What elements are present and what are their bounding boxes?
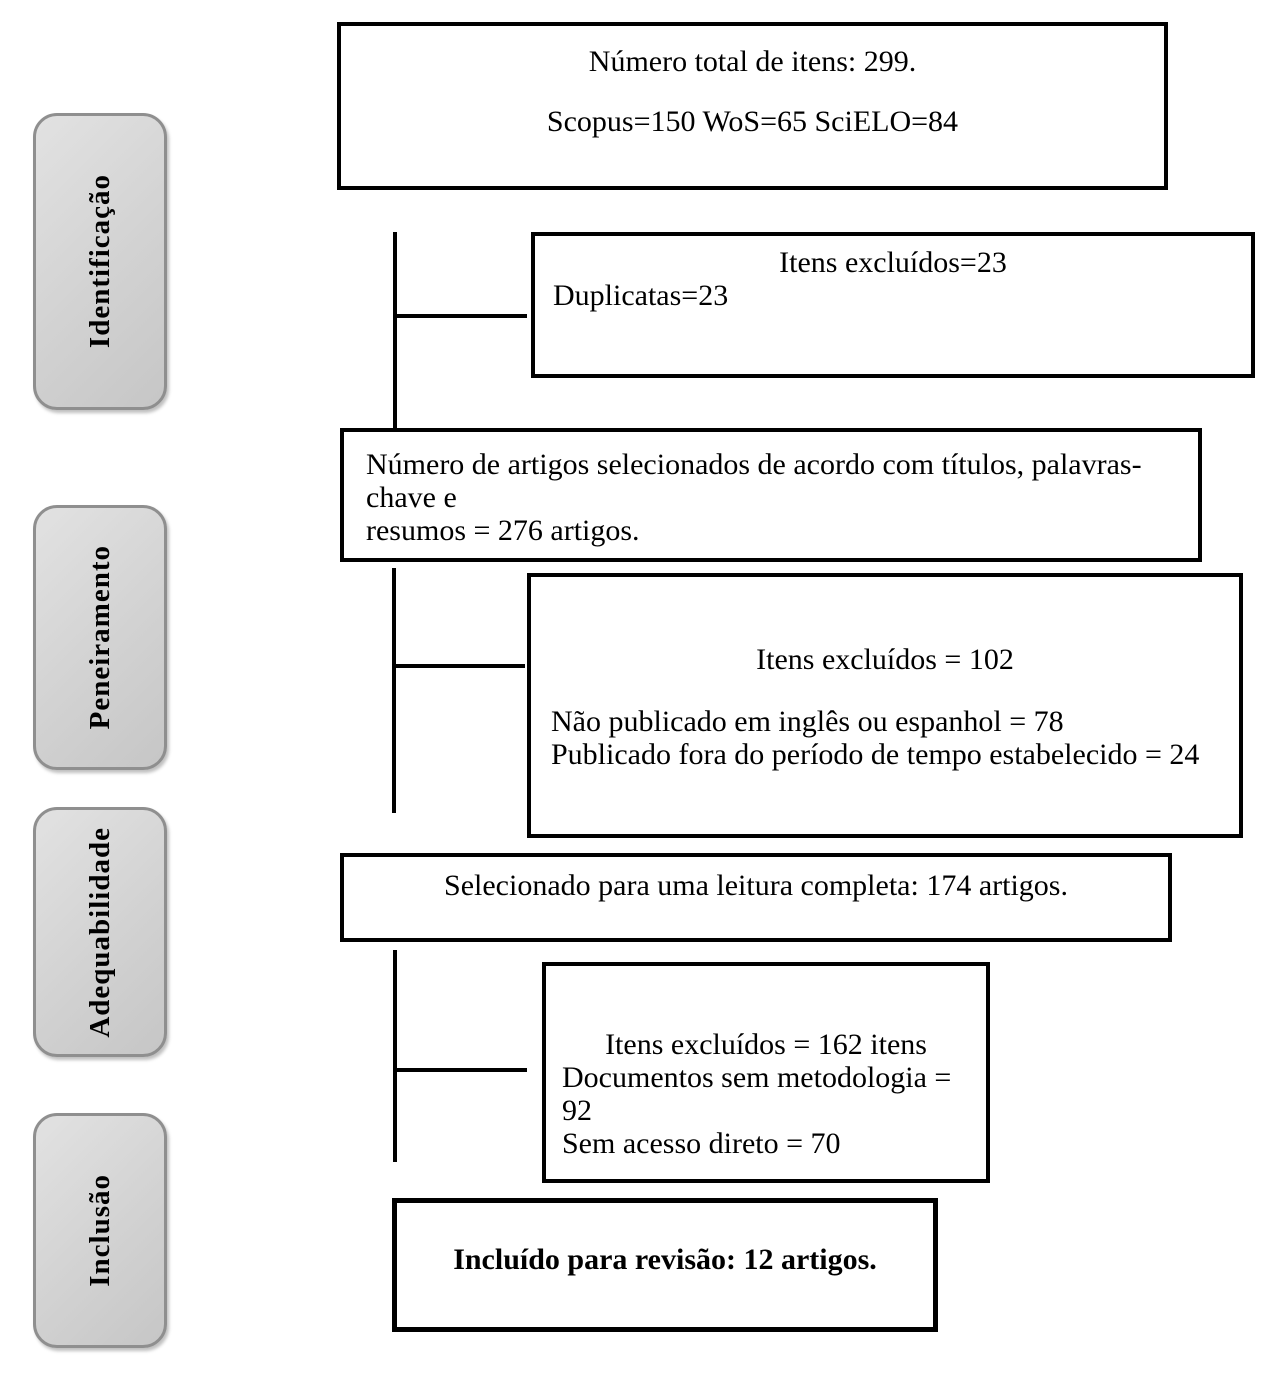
box-selected-titles-line2: resumos = 276 artigos. [366,514,640,547]
stage-label-adequabilidade: Adequabilidade [33,807,167,1057]
stage-label-inclusao-text: Inclusão [83,1174,116,1287]
connector-vertical-1 [393,232,397,428]
box-included-review-text: Incluído para revisão: 12 artigos. [453,1243,877,1276]
box-full-reading-text: Selecionado para uma leitura completa: 1… [444,869,1068,902]
connector-vertical-3 [393,950,397,1162]
box-excluded-eligibility-line1: Itens excluídos = 162 itens [605,1028,927,1061]
stage-label-peneiramento-text: Peneiramento [83,545,116,730]
connector-branch-2 [392,664,525,668]
connector-vertical-2 [392,568,396,813]
stage-label-peneiramento: Peneiramento [33,505,167,770]
box-excluded-eligibility-line2: Documentos sem metodologia = 92 [562,1061,952,1127]
stage-label-identificacao: Identificação [33,113,167,410]
stage-label-inclusao: Inclusão [33,1113,167,1348]
box-full-reading: Selecionado para uma leitura completa: 1… [340,853,1172,942]
connector-branch-1 [393,314,527,318]
box-total-items-line2: Scopus=150 WoS=65 SciELO=84 [546,105,959,138]
box-excluded-duplicates: Itens excluídos=23 Duplicatas=23 [531,232,1255,378]
box-excluded-screening-line1: Itens excluídos = 102 [756,643,1014,676]
stage-label-identificacao-text: Identificação [83,174,116,349]
box-total-items-line1: Número total de itens: 299. [588,45,917,78]
box-excluded-eligibility: Itens excluídos = 162 itens Documentos s… [542,962,990,1183]
box-excluded-duplicates-line2: Duplicatas=23 [553,279,729,312]
box-included-review: Incluído para revisão: 12 artigos. [392,1198,938,1332]
box-excluded-screening-line3: Publicado fora do período de tempo estab… [551,738,1200,771]
box-excluded-duplicates-line1: Itens excluídos=23 [779,246,1007,279]
box-total-items: Número total de itens: 299. Scopus=150 W… [337,22,1168,190]
box-excluded-eligibility-line3: Sem acesso direto = 70 [562,1127,841,1160]
box-selected-titles: Número de artigos selecionados de acordo… [340,428,1202,562]
box-selected-titles-line1: Número de artigos selecionados de acordo… [366,448,1142,514]
stage-label-adequabilidade-text: Adequabilidade [83,826,116,1038]
box-excluded-screening-line2: Não publicado em inglês ou espanhol = 78 [551,705,1064,738]
box-excluded-screening: Itens excluídos = 102 Não publicado em i… [527,573,1243,838]
connector-branch-3 [393,1068,527,1072]
